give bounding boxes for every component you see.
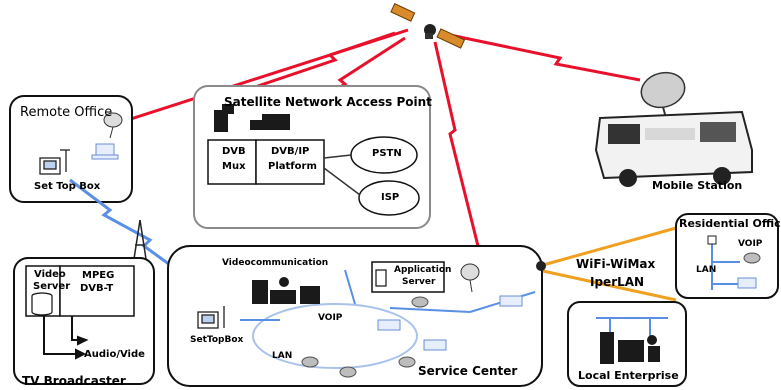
service-settopbox-icon xyxy=(197,306,225,329)
mpeg-line2: DVB-T xyxy=(80,283,114,294)
service-settopbox-label: SetTopBox xyxy=(190,335,244,345)
link-remote-service-center xyxy=(69,178,247,322)
service-phones xyxy=(301,296,429,378)
audio-video-label: Audio/Vide xyxy=(84,349,145,360)
residential-lan xyxy=(711,244,740,290)
remote-settopbox-label: Set Top Box xyxy=(34,181,101,192)
mobile-station-van-icon xyxy=(594,71,753,187)
video-server-line2: Server xyxy=(33,281,71,292)
link-satellite-access-point-1 xyxy=(239,31,396,94)
satellite-icon xyxy=(390,3,466,49)
local-enterprise-title: Local Enterprise xyxy=(578,369,679,382)
audio-video-arrows xyxy=(43,316,89,360)
service-laptops xyxy=(377,295,523,351)
residential-office-box xyxy=(675,213,779,299)
dvb-ip-box xyxy=(255,139,325,185)
access-point-equipment-icon xyxy=(214,104,290,132)
remote-office-title: Remote Office xyxy=(20,105,113,120)
dvb-ip-line2: Platform xyxy=(268,161,317,172)
service-voip-label: VOIP xyxy=(318,313,343,323)
isp-label: ISP xyxy=(381,192,400,203)
mpeg-line1: MPEG xyxy=(82,270,115,281)
link-satellite-mobile-station xyxy=(449,33,641,82)
satellite-links xyxy=(111,28,641,263)
remote-settopbox-icon xyxy=(39,149,70,175)
app-server-line1: Application xyxy=(394,265,452,275)
service-center-dish-icon xyxy=(460,263,480,293)
remote-dish-icon xyxy=(103,112,123,139)
service-center-title: Service Center xyxy=(418,364,518,378)
sat-access-point-title: Satellite Network Access Point xyxy=(224,95,432,109)
local-enterprise-workstation-icon xyxy=(600,332,660,364)
remote-laptop-icon xyxy=(91,143,119,160)
remote-office-box xyxy=(9,95,133,203)
service-lan-label: LAN xyxy=(272,351,293,361)
videocommunication-label: Videocommunication xyxy=(222,258,329,268)
dvb-ip-line1: DVB/IP xyxy=(271,146,310,157)
residential-voip-label: VOIP xyxy=(738,239,763,249)
tv-broadcaster-title: TV Broadcaster xyxy=(22,374,126,388)
enterprise-lan xyxy=(596,317,668,336)
videocommunication-icon xyxy=(252,277,320,304)
isp-node xyxy=(358,180,420,216)
storage-cylinder-icon xyxy=(31,292,53,316)
dvb-mux-line2: Mux xyxy=(222,161,246,172)
lan-ring xyxy=(252,303,418,369)
wireless-antenna-icon xyxy=(536,261,546,271)
residential-lan-label: LAN xyxy=(696,265,717,275)
wireless-line2: IperLAN xyxy=(590,275,645,289)
residential-devices xyxy=(707,235,761,289)
mpeg-box xyxy=(59,265,135,317)
link-satellite-service-center xyxy=(433,41,484,263)
dvb-mux-line1: DVB xyxy=(222,146,246,157)
mobile-station-label: Mobile Station xyxy=(652,179,743,192)
video-server-line1: Video xyxy=(34,269,66,280)
residential-office-title: Residential Office xyxy=(679,217,781,230)
app-server-line2: Server xyxy=(402,277,436,287)
wireless-line1: WiFi-WiMax xyxy=(576,257,656,271)
pstn-label: PSTN xyxy=(372,148,402,159)
wireless-links xyxy=(542,226,677,302)
